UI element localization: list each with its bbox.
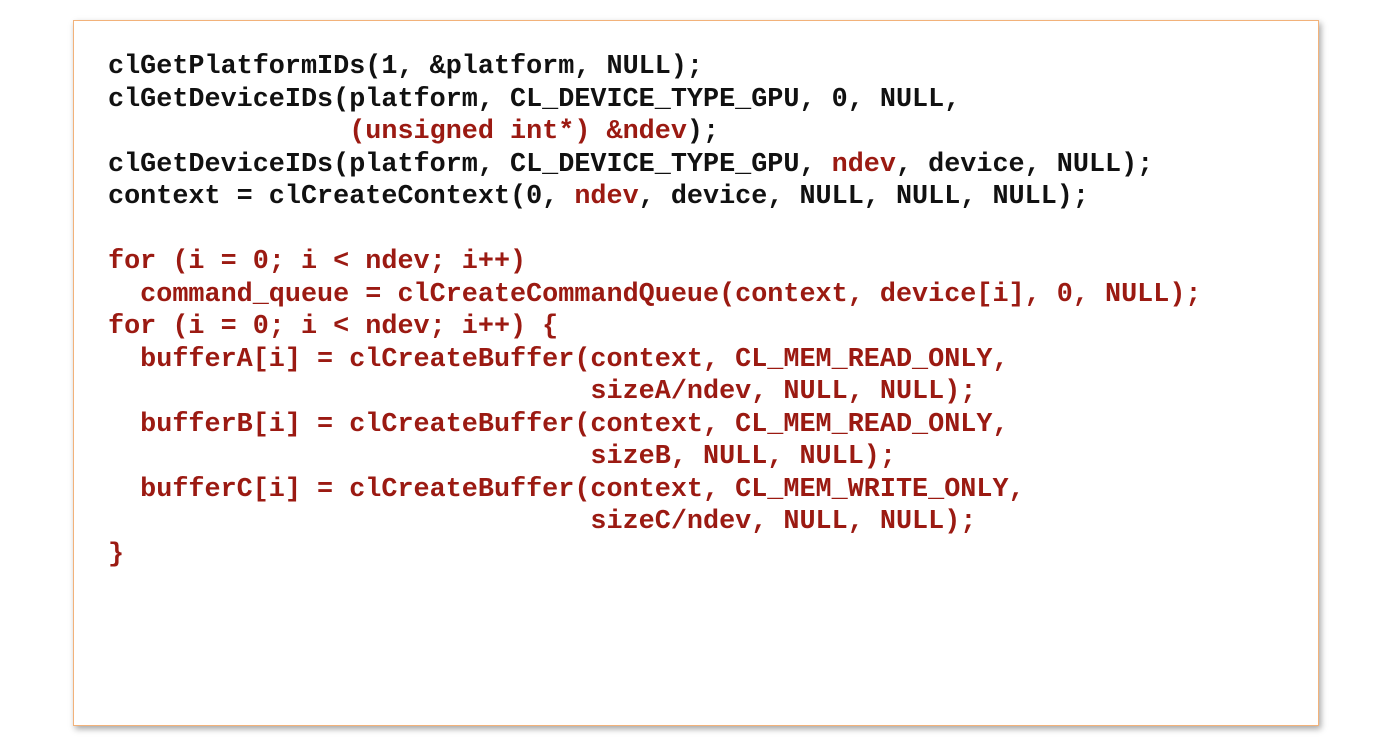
- code-segment-highlighted: sizeA/ndev, NULL, NULL);: [108, 377, 977, 407]
- code-listing-panel: clGetPlatformIDs(1, &platform, NULL);clG…: [73, 20, 1319, 726]
- code-segment: clGetDeviceIDs(platform, CL_DEVICE_TYPE_…: [108, 84, 961, 115]
- code-segment: context = clCreateContext(0,: [108, 182, 575, 212]
- code-line: clGetPlatformIDs(1, &platform, NULL);: [108, 51, 1202, 84]
- code-line: clGetDeviceIDs(platform, CL_DEVICE_TYPE_…: [108, 149, 1202, 182]
- code-line: (unsigned int*) &ndev);: [108, 116, 1202, 149]
- code-segment-highlighted: ndev: [831, 149, 896, 180]
- code-segment-highlighted: command_queue = clCreateCommandQueue(con…: [108, 279, 1202, 310]
- code-line: [108, 214, 1202, 247]
- code-segment-highlighted: (unsigned int*) &ndev: [349, 117, 687, 147]
- code-segment-highlighted: sizeB, NULL, NULL);: [108, 442, 896, 472]
- code-segment: , device, NULL);: [895, 149, 1154, 180]
- code-line: for (i = 0; i < ndev; i++) {: [108, 311, 1202, 344]
- code-line: sizeA/ndev, NULL, NULL);: [108, 376, 1202, 409]
- code-segment-highlighted: bufferA[i] = clCreateBuffer(context, CL_…: [108, 344, 1009, 375]
- code-segment-highlighted: sizeC/ndev, NULL, NULL);: [108, 507, 977, 537]
- code-segment: , device, NULL, NULL, NULL);: [638, 182, 1089, 212]
- code-block: clGetPlatformIDs(1, &platform, NULL);clG…: [108, 51, 1202, 571]
- code-segment: clGetDeviceIDs(platform, CL_DEVICE_TYPE_…: [108, 149, 832, 180]
- code-line: bufferC[i] = clCreateBuffer(context, CL_…: [108, 474, 1202, 507]
- code-segment-highlighted: bufferC[i] = clCreateBuffer(context, CL_…: [108, 474, 1025, 505]
- code-line: context = clCreateContext(0, ndev, devic…: [108, 181, 1202, 214]
- code-segment: );: [686, 117, 720, 147]
- code-segment-highlighted: for (i = 0; i < ndev; i++) {: [108, 312, 559, 342]
- code-segment-highlighted: }: [108, 539, 125, 570]
- code-line: bufferA[i] = clCreateBuffer(context, CL_…: [108, 344, 1202, 377]
- code-line: for (i = 0; i < ndev; i++): [108, 246, 1202, 279]
- code-line: sizeB, NULL, NULL);: [108, 441, 1202, 474]
- code-line: command_queue = clCreateCommandQueue(con…: [108, 279, 1202, 312]
- code-line: }: [108, 539, 1202, 572]
- code-segment-highlighted: ndev: [574, 182, 639, 212]
- code-line: sizeC/ndev, NULL, NULL);: [108, 506, 1202, 539]
- code-line: clGetDeviceIDs(platform, CL_DEVICE_TYPE_…: [108, 84, 1202, 117]
- code-segment: clGetPlatformIDs(1, &platform, NULL);: [108, 52, 703, 82]
- code-line: bufferB[i] = clCreateBuffer(context, CL_…: [108, 409, 1202, 442]
- code-segment-highlighted: for (i = 0; i < ndev; i++): [108, 247, 527, 277]
- code-segment: [108, 117, 349, 147]
- code-segment-highlighted: bufferB[i] = clCreateBuffer(context, CL_…: [108, 409, 1009, 440]
